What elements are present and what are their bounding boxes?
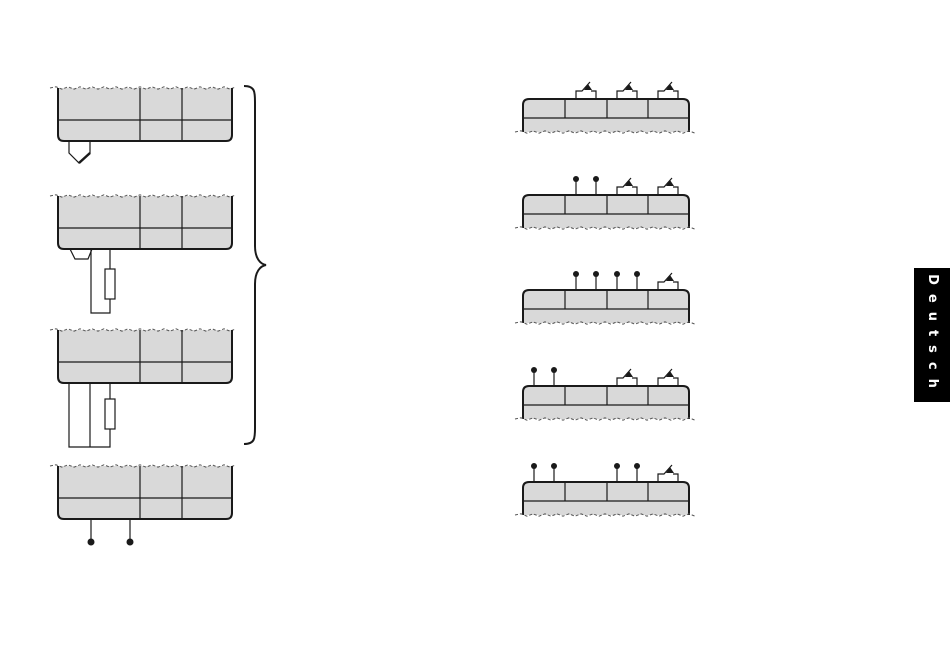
pin-dot-2 [634, 271, 640, 277]
pin-dot-2 [593, 271, 599, 277]
resistor [105, 399, 115, 429]
block-fill [523, 482, 689, 515]
left-panel-1 [50, 87, 236, 163]
block-fill [523, 99, 689, 132]
pin-dot-1 [531, 463, 537, 469]
block-fill [523, 386, 689, 419]
switch-fixed-contact [632, 91, 637, 99]
pin-dot-2 [127, 539, 134, 546]
switch-fixed-contact [673, 91, 678, 99]
pin-dot-1 [573, 271, 579, 277]
pin-dot-2 [634, 463, 640, 469]
switch-fixed-contact [673, 282, 678, 290]
switch-fixed-contact [632, 378, 637, 386]
switch-fixed-contact [673, 187, 678, 195]
pin-dot-1 [573, 176, 579, 182]
switch-contact-icon [658, 369, 678, 386]
right-panel-4 [515, 367, 695, 420]
right-panel-3 [515, 271, 695, 324]
block-fill [523, 195, 689, 228]
switch-fixed-contact [591, 91, 596, 99]
block-fill [58, 466, 232, 519]
pin-dot-1 [614, 463, 620, 469]
left-panel-group [50, 87, 236, 546]
probe-stub [70, 249, 92, 259]
left-panel-4 [50, 465, 236, 546]
grouping-brace [244, 86, 266, 444]
right-panel-group [515, 82, 695, 516]
language-tab: Deutsch [914, 268, 950, 402]
switch-contact-icon [658, 178, 678, 195]
switch-contact-icon [658, 273, 678, 290]
switch-fixed-contact [673, 378, 678, 386]
right-panel-1 [515, 82, 695, 133]
resistor [105, 269, 115, 299]
switch-fixed-contact [632, 187, 637, 195]
probe-tip [69, 141, 90, 163]
right-panel-2 [515, 176, 695, 229]
language-tab-label: Deutsch [925, 274, 940, 397]
pin-dot-2 [551, 367, 557, 373]
switch-contact-icon [617, 369, 637, 386]
switch-fixed-contact [673, 474, 678, 482]
switch-contact-icon [617, 178, 637, 195]
pin-dot-1 [531, 367, 537, 373]
block-fill [58, 196, 232, 249]
switch-contact-icon [658, 465, 678, 482]
block-fill [58, 88, 232, 141]
block-fill [58, 330, 232, 383]
switch-contact-icon [576, 82, 596, 99]
switch-contact-icon [617, 82, 637, 99]
pin-dot-1 [614, 271, 620, 277]
left-panel-2 [50, 195, 236, 313]
probe-tip-edge [79, 153, 90, 163]
pin-dot-2 [551, 463, 557, 469]
switch-contact-icon [658, 82, 678, 99]
left-panel-3 [50, 329, 236, 447]
pin-dot-2 [593, 176, 599, 182]
pin-dot-1 [88, 539, 95, 546]
right-panel-5 [515, 463, 695, 516]
block-fill [523, 290, 689, 323]
